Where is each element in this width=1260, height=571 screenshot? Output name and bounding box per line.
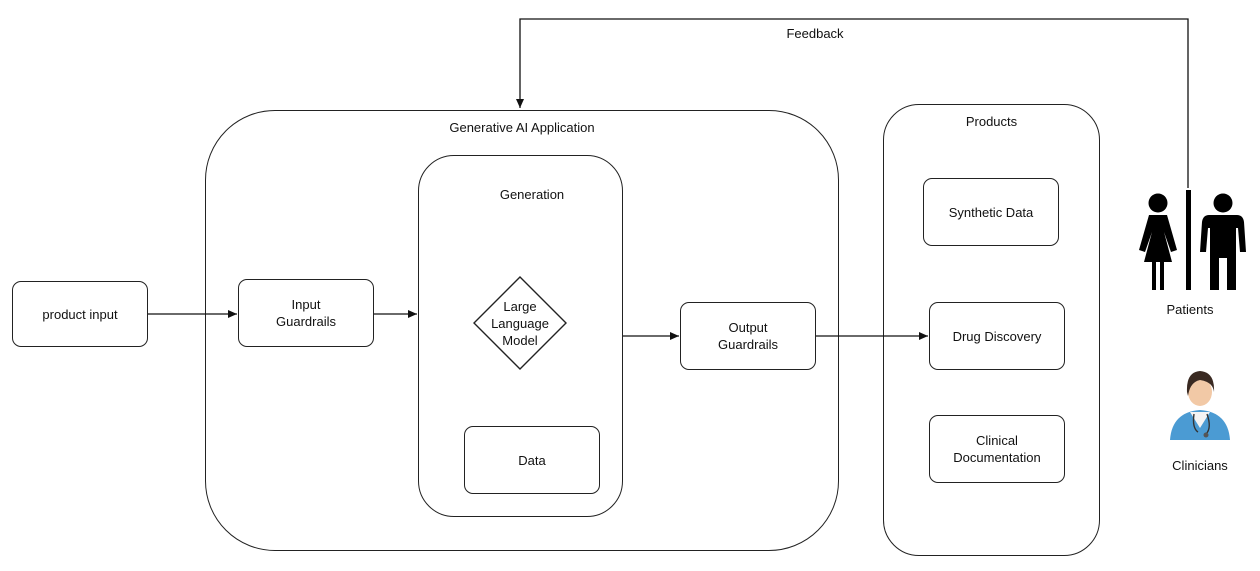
product-item-drug-discovery: Drug Discovery [929, 302, 1065, 370]
product-item-synthetic-data: Synthetic Data [923, 178, 1059, 246]
product-item-label: Clinical Documentation [953, 433, 1041, 465]
data-box: Data [464, 426, 600, 494]
llm-label: Large Language Model [491, 298, 549, 348]
patients-icon [1139, 190, 1246, 290]
product-item-label: Synthetic Data [948, 204, 1034, 220]
product-input-box: product input [12, 281, 148, 347]
patients-label: Patients [1166, 302, 1214, 317]
input-guardrails-label: Input Guardrails [276, 297, 336, 329]
feedback-arrow [516, 18, 1189, 188]
llm-diamond [473, 276, 567, 370]
clinicians-label: Clinicians [1172, 458, 1228, 473]
output-guardrails-box: Output Guardrails [680, 302, 816, 370]
input-guardrails-box: Input Guardrails [238, 279, 374, 347]
product-input-label: product input [42, 306, 118, 322]
clinician-icon [1170, 371, 1230, 440]
feedback-label: Feedback [786, 26, 844, 41]
products-title: Products [965, 114, 1018, 129]
product-item-clinical-documentation: Clinical Documentation [929, 415, 1065, 483]
output-guardrails-label: Output Guardrails [718, 320, 778, 352]
product-item-label: Drug Discovery [952, 328, 1042, 344]
generative-ai-application-title: Generative AI Application [449, 120, 595, 135]
data-label: Data [518, 452, 546, 468]
generation-title: Generation [499, 187, 565, 202]
